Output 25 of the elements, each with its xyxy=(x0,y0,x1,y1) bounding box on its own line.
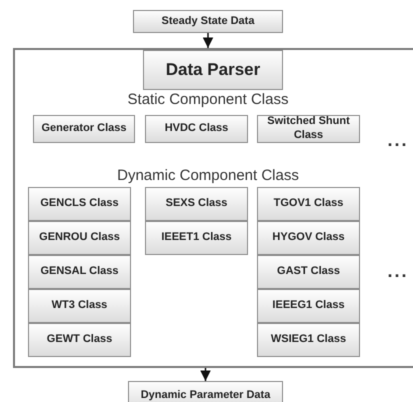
arrow xyxy=(200,368,211,381)
class-box: HYGOV Class xyxy=(257,221,360,255)
data-box: Steady State Data xyxy=(133,10,283,33)
ellipsis: ... xyxy=(386,131,410,149)
class-box: GENCLS Class xyxy=(28,187,131,221)
class-box: GENROU Class xyxy=(28,221,131,255)
process-box: Data Parser xyxy=(143,50,283,90)
data-box: Dynamic Parameter Data xyxy=(128,381,283,402)
class-box: IEEET1 Class xyxy=(145,221,248,255)
class-box: IEEEG1 Class xyxy=(257,289,360,323)
class-box: WT3 Class xyxy=(28,289,131,323)
class-box: GENSAL Class xyxy=(28,255,131,289)
class-box: Generator Class xyxy=(33,115,135,143)
class-box: GEWT Class xyxy=(28,323,131,357)
class-box: Switched Shunt Class xyxy=(257,115,360,143)
class-box: HVDC Class xyxy=(145,115,248,143)
class-box: SEXS Class xyxy=(145,187,248,221)
class-box: TGOV1 Class xyxy=(257,187,360,221)
class-box: GAST Class xyxy=(257,255,360,289)
ellipsis: ... xyxy=(386,262,410,280)
class-box: WSIEG1 Class xyxy=(257,323,360,357)
section-heading: Dynamic Component Class xyxy=(116,168,300,183)
module-frame xyxy=(13,48,413,368)
arrow xyxy=(202,33,214,48)
section-heading: Static Component Class xyxy=(126,92,290,107)
